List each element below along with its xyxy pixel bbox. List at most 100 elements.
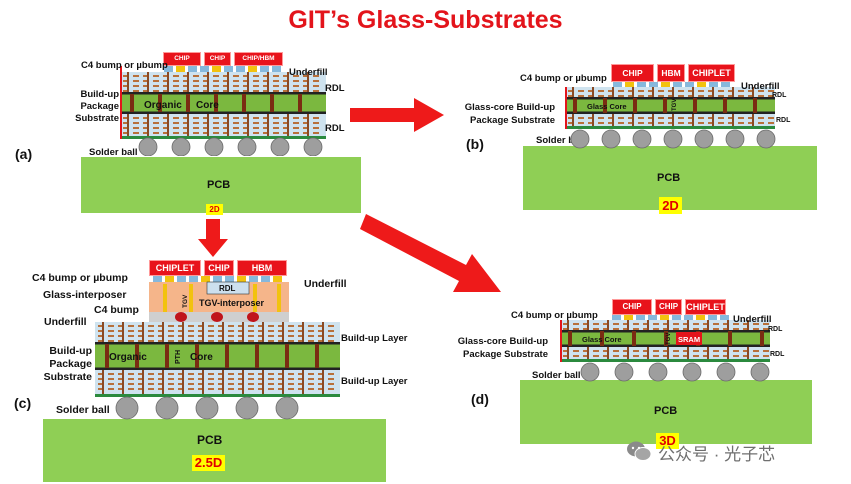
panel-b-buildup-top-trace (618, 95, 624, 97)
panel-a-buildup-bot-trace (283, 117, 289, 119)
panel-c-buildup-top-trace (158, 340, 164, 342)
panel-a-buildup-top-trace (123, 90, 129, 92)
panel-d-buildup-top-trace (733, 328, 739, 330)
arrow-diagonal-icon (360, 214, 501, 292)
panel-a-buildup-top-trace (313, 85, 319, 87)
panel-a-buildup-bot-trace (223, 132, 229, 134)
panel-d-buildup-bot-trace (623, 355, 629, 357)
panel-c-buildup-bot-trace (298, 388, 304, 390)
panel-c-buildup-top-trace (308, 335, 314, 337)
panel-a-buildup-bot-trace (133, 117, 139, 119)
panel-c-solder-ball (115, 396, 139, 420)
panel-d-bump (684, 315, 693, 320)
panel-a-buildup-bot-trace (203, 132, 209, 134)
panel-a-solder-ball (237, 137, 257, 156)
panel-c-buildup-top-via (222, 322, 224, 342)
panel-b-buildup-top-trace (598, 95, 604, 97)
panel-d-buildup-bot-trace (733, 350, 739, 352)
panel-c-buildup-bot-trace (178, 373, 184, 375)
panel-a-buildup-top-trace (183, 75, 189, 77)
panel-b-buildup-bot-trace (708, 117, 714, 119)
panel-d-buildup-bot-trace (753, 355, 759, 357)
panel-d-buildup-top-trace (633, 328, 639, 330)
panel-d-buildup-bot-trace (693, 350, 699, 352)
panel-d-buildup-top-trace (593, 328, 599, 330)
panel-b-buildup-top-trace (648, 95, 654, 97)
panel-c-buildup-top-trace (108, 325, 114, 327)
panel-d-buildup-top-trace (643, 323, 649, 325)
panel-a-buildup-top-trace (143, 90, 149, 92)
panel-d-buildup-top-trace (573, 328, 579, 330)
panel-c-buildup-bot-via (322, 370, 324, 394)
panel-a-buildup-top-trace (223, 80, 229, 82)
panel-c-buildup-top-trace (188, 325, 194, 327)
panel-b-buildup-bot-via (732, 114, 734, 126)
panel-a-buildup-bot-trace (143, 132, 149, 134)
panel-c-buildup-bot-trace (248, 388, 254, 390)
panel-a-bump (164, 66, 173, 72)
panel-d-buildup-top-trace (693, 323, 699, 325)
panel-c-buildup-bot-via (122, 370, 124, 394)
panel-b-buildup-top-trace (708, 90, 714, 92)
panel-c-buildup-top-trace (308, 330, 314, 332)
panel-a-buildup-top-trace (253, 85, 259, 87)
panel-c-buildup-bot-trace (248, 378, 254, 380)
panel-a-buildup-top-trace (223, 75, 229, 77)
panel-b-buildup-bot-trace (668, 117, 674, 119)
panel-b-buildup-top-trace (658, 95, 664, 97)
panel-c-buildup-bot-trace (118, 383, 124, 385)
panel-c-buildup-top-trace (98, 330, 104, 332)
panel-c-buildup-top-trace (128, 340, 134, 342)
panel-d-buildup-top-via (747, 320, 749, 330)
panel-c-buildup-top-trace (218, 325, 224, 327)
panel-c-buildup-bot-trace (168, 378, 174, 380)
panel-b-buildup-bot-trace (728, 122, 734, 124)
panel-c-solder-label: Solder ball (56, 404, 110, 416)
panel-c-buildup-bot-trace (308, 383, 314, 385)
panel-a-pth (158, 94, 162, 112)
panel-d-buildup-top-trace (693, 328, 699, 330)
panel-a-buildup-top-trace (253, 80, 259, 82)
panel-c-buildup-top-via (302, 322, 304, 342)
panel-d-solder-ball (682, 362, 702, 382)
panel-a-buildup-bot-trace (313, 132, 319, 134)
panel-a-buildup-bot-trace (223, 127, 229, 129)
panel-b-buildup-bot-trace (678, 122, 684, 124)
panel-a-buildup-top-trace (243, 90, 249, 92)
panel-c-buildup-bot-trace (158, 373, 164, 375)
panel-d-bump (696, 315, 705, 320)
panel-d-buildup-bot-via (667, 347, 669, 359)
panel-c-buildup-bot-trace (278, 373, 284, 375)
panel-a-buildup-bot-trace (273, 117, 279, 119)
panel-a-buildup-top-trace (233, 85, 239, 87)
panel-c-buildup-top-trace (218, 340, 224, 342)
panel-d-buildup-bot-trace (713, 355, 719, 357)
panel-d-buildup-top-trace (763, 323, 769, 325)
panel-d-solder-ball (716, 362, 736, 382)
panel-c-buildup-top-trace (178, 330, 184, 332)
panel-c-buildup-bot-trace (248, 383, 254, 385)
panel-a-solder-ball (270, 137, 290, 156)
panel-a-pth (214, 94, 218, 112)
panel-d-bottom-layer (560, 359, 770, 362)
panel-a-buildup-top-trace (153, 85, 159, 87)
panel-b-solder-ball (632, 129, 652, 149)
panel-c-buildup-bot-trace (218, 378, 224, 380)
panel-c-buildup-bot-trace (318, 378, 324, 380)
panel-d-buildup-bot-trace (603, 355, 609, 357)
panel-b-buildup-top-trace (688, 90, 694, 92)
panel-a-pth (186, 94, 190, 112)
panel-c-pth (165, 344, 169, 368)
panel-b-tgv-via (573, 98, 577, 113)
panel-c-buildup-bot-trace (218, 373, 224, 375)
panel-c-buildup-top-trace (238, 330, 244, 332)
panel-b-buildup-bot-trace (758, 117, 764, 119)
panel-a-buildup-top-trace (283, 85, 289, 87)
panel-d-buildup-bot-via (567, 347, 569, 359)
panel-a-buildup-top-trace (213, 90, 219, 92)
panel-c-underfill2-label: Underfill (44, 316, 87, 328)
panel-c-buildup-bot-trace (268, 378, 274, 380)
panel-c-buildup-top-trace (318, 325, 324, 327)
panel-c-buildup-bot-trace (278, 388, 284, 390)
